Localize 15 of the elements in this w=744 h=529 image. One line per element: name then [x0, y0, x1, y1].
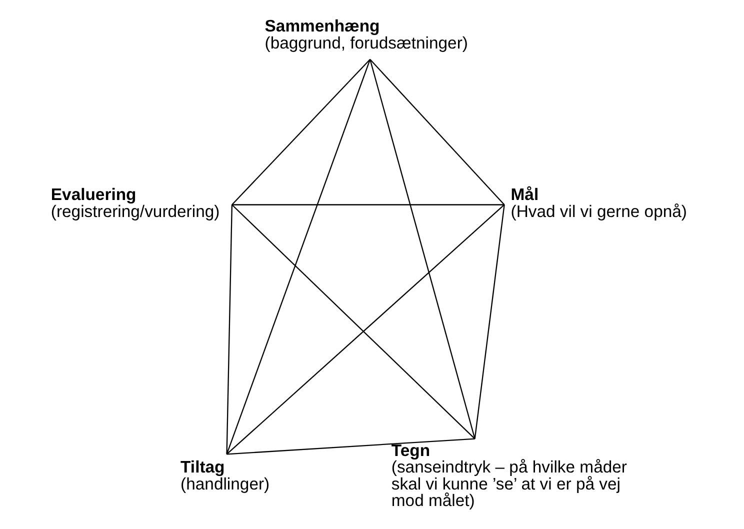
connector [370, 59, 505, 206]
connector [226, 204, 505, 455]
node-text: Evaluering (registrering/vurdering) [50, 185, 220, 221]
connector [474, 204, 505, 439]
connector [226, 438, 475, 455]
connector [226, 204, 233, 454]
connector [232, 204, 476, 440]
connector [370, 59, 476, 439]
node-text: Tiltag (handlinger) [180, 458, 270, 494]
connector [232, 59, 370, 206]
node-text: Mål (Hvad vil vi gerne opnå) [510, 185, 687, 221]
connector [226, 59, 371, 454]
connector [232, 204, 504, 206]
node-text: Tegn (sanseindtryk – på hvilke måder skal vi kunne ’se’ at vi er på vej mod målet) [391, 440, 627, 510]
node-text: Sammenhæng (baggrund, forudsætninger) [264, 16, 468, 52]
